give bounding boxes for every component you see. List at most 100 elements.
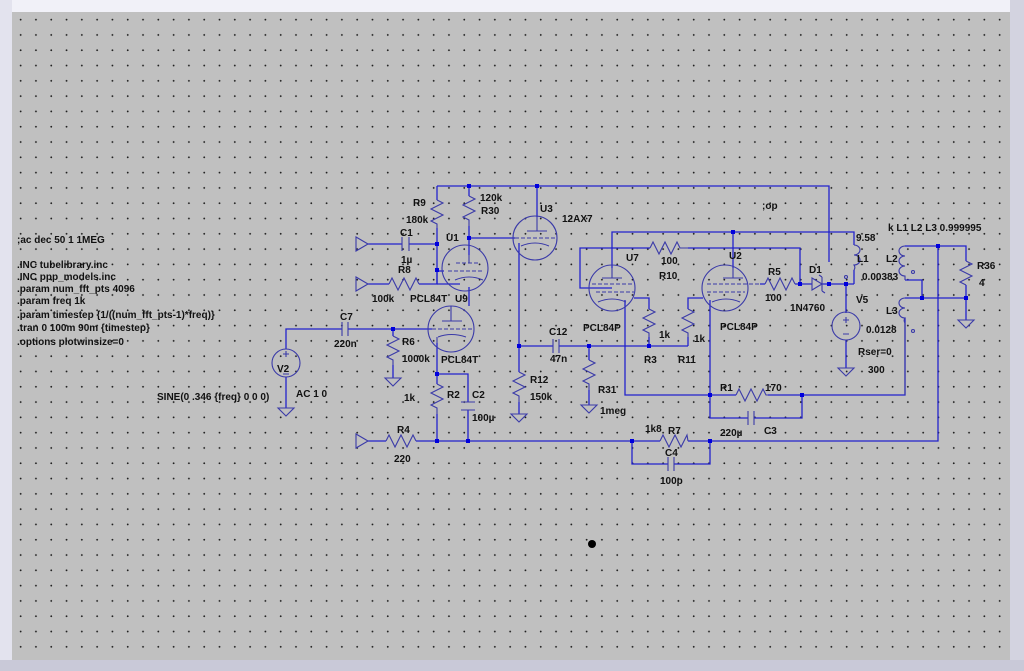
svg-text:100: 100 xyxy=(765,293,782,304)
schematic-canvas[interactable]: ;ac dec 50 1 1MEG .INC tubelibrary.inc .… xyxy=(12,12,1010,660)
svg-text:R6: R6 xyxy=(402,337,415,348)
schematic-svg[interactable]: ;ac dec 50 1 1MEG .INC tubelibrary.inc .… xyxy=(12,12,1010,660)
resistor-R5[interactable]: R5 100 xyxy=(764,267,796,304)
svg-text:120k: 120k xyxy=(480,193,503,204)
svg-text:1000k: 1000k xyxy=(402,354,430,365)
directive-line[interactable]: .param num_fft_pts 4096 xyxy=(17,284,135,295)
svg-text:300: 300 xyxy=(868,365,885,376)
svg-text:R30: R30 xyxy=(481,206,500,217)
resistor-R8[interactable]: R8 100k xyxy=(372,265,420,305)
svg-text:R12: R12 xyxy=(530,375,549,386)
svg-text:R36: R36 xyxy=(977,261,996,272)
directive-line[interactable]: .INC tubelibrary.inc xyxy=(17,260,108,271)
capacitor-C1[interactable]: C1 1µ xyxy=(400,228,413,266)
svg-text:1meg: 1meg xyxy=(600,406,626,417)
svg-text:100p: 100p xyxy=(660,476,683,487)
svg-text:100: 100 xyxy=(661,256,678,267)
directive-line[interactable]: ;ac dec 50 1 1MEG xyxy=(17,235,105,246)
ground-flag-C1 xyxy=(355,236,370,252)
svg-text:V5: V5 xyxy=(856,295,869,306)
tube-U3[interactable]: U3 12AX7 xyxy=(512,204,593,261)
directive-line[interactable]: .param timestep {1/((num_fft_pts-1)*freq… xyxy=(17,310,215,321)
ground-R12 xyxy=(509,413,529,423)
svg-text:D1: D1 xyxy=(809,265,822,276)
svg-text:AC 1 0: AC 1 0 xyxy=(296,389,328,400)
resistor-R1[interactable]: R1 170 xyxy=(720,383,782,403)
capacitor-C4[interactable]: C4 100p xyxy=(660,448,683,487)
capacitor-C12[interactable]: C12 47n xyxy=(549,327,568,365)
svg-text:1k8: 1k8 xyxy=(645,424,662,435)
resistor-R9[interactable]: R9 180k xyxy=(406,198,445,228)
svg-text:1k: 1k xyxy=(404,393,416,404)
svg-text:100µ: 100µ xyxy=(472,413,495,424)
tube-U9[interactable]: U9 PCL84T xyxy=(427,294,478,366)
svg-text:0.00383: 0.00383 xyxy=(862,272,899,283)
svg-text:R8: R8 xyxy=(398,265,411,276)
tube-U2[interactable]: U2 PCL84P xyxy=(701,251,760,333)
ground-V2 xyxy=(276,407,296,417)
tube-U1[interactable]: U1 PCL84T xyxy=(410,233,489,305)
svg-text:9.58: 9.58 xyxy=(856,233,876,244)
inductor-L3[interactable]: L3 0.0128 xyxy=(866,297,916,395)
resistor-R30[interactable]: 120k R30 xyxy=(461,193,503,226)
frame-right-edge xyxy=(1010,0,1024,671)
svg-text:PCL84T: PCL84T xyxy=(410,294,447,305)
svg-text:PCL84P: PCL84P xyxy=(720,322,758,333)
svg-text:1µ: 1µ xyxy=(401,255,413,266)
svg-text:12AX7: 12AX7 xyxy=(562,214,593,225)
svg-text:L2: L2 xyxy=(886,254,898,265)
resistor-R6[interactable]: R6 1000k xyxy=(385,335,430,365)
ground-flag-R4 xyxy=(355,433,370,449)
coupling-directive[interactable]: k L1 L2 L3 0.999995 xyxy=(888,223,982,234)
svg-text:4: 4 xyxy=(979,278,985,289)
inductor-L1[interactable]: 9.58 L1 xyxy=(843,233,876,280)
junctions xyxy=(391,184,968,443)
diode-D1[interactable]: D1 1N4760 xyxy=(790,265,825,314)
svg-text:100k: 100k xyxy=(372,294,395,305)
inductor-L2[interactable]: L2 0.00383 xyxy=(862,245,916,283)
svg-text:R2: R2 xyxy=(447,390,460,401)
directive-line[interactable]: .INC ppp_models.inc xyxy=(17,272,116,283)
directive-line[interactable]: .options plotwinsize=0 xyxy=(17,337,124,348)
resistor-R12[interactable]: R12 150k xyxy=(511,371,553,403)
voltage-source-V2[interactable]: V2 AC 1 0 SINE(0 .346 {freq} 0 0 0) xyxy=(157,348,328,403)
svg-text:U2: U2 xyxy=(729,251,742,262)
frame-left-edge xyxy=(0,0,12,671)
svg-text:R5: R5 xyxy=(768,267,781,278)
svg-text:PCL84T: PCL84T xyxy=(441,355,478,366)
svg-text:C1: C1 xyxy=(400,228,413,239)
resistor-R36[interactable]: R36 4 xyxy=(958,260,996,289)
resistor-R2[interactable]: R2 1k xyxy=(404,383,460,414)
voltage-source-V5[interactable]: V5 Rser=0 300 xyxy=(831,295,892,376)
svg-text:L1: L1 xyxy=(857,254,869,265)
capacitor-C2[interactable]: C2 100µ xyxy=(461,390,495,424)
directive-line[interactable]: .tran 0 100m 90m {timestep} xyxy=(17,323,150,334)
resistor-R10[interactable]: 100 R10 xyxy=(649,240,688,282)
svg-text:Rser=0: Rser=0 xyxy=(858,347,892,358)
directive-line[interactable]: .param freq 1k xyxy=(17,296,86,307)
svg-text:1k: 1k xyxy=(694,334,706,345)
svg-text:0.0128: 0.0128 xyxy=(866,325,897,336)
resistor-R31[interactable]: R31 1meg xyxy=(581,359,626,417)
spice-directives[interactable]: ;ac dec 50 1 1MEG .INC tubelibrary.inc .… xyxy=(17,235,215,348)
svg-text:U1: U1 xyxy=(446,233,459,244)
wires xyxy=(285,185,967,465)
svg-text:R1: R1 xyxy=(720,383,733,394)
capacitor-C3[interactable]: 220µ C3 xyxy=(720,411,777,439)
resistor-R11[interactable]: 1k R11 xyxy=(678,308,706,366)
svg-text:PCL84P: PCL84P xyxy=(583,323,621,334)
capacitor-C7[interactable]: C7 220n xyxy=(334,312,357,350)
svg-text:47n: 47n xyxy=(550,354,567,365)
svg-text:220: 220 xyxy=(394,454,411,465)
tube-U7[interactable]: U7 PCL84P xyxy=(583,253,639,334)
svg-text:R11: R11 xyxy=(678,355,696,366)
resistor-R7[interactable]: R7 1k8 xyxy=(645,424,689,449)
svg-text:V2: V2 xyxy=(277,364,290,375)
svg-text:220µ: 220µ xyxy=(720,428,743,439)
op-comment[interactable]: ;op xyxy=(762,201,778,212)
ground-flag-R8 xyxy=(355,276,370,292)
svg-text:R31: R31 xyxy=(598,385,617,396)
resistor-R4[interactable]: R4 220 xyxy=(385,425,417,465)
svg-text:R10: R10 xyxy=(659,271,678,282)
resistor-R3[interactable]: 1k R3 xyxy=(641,308,671,366)
